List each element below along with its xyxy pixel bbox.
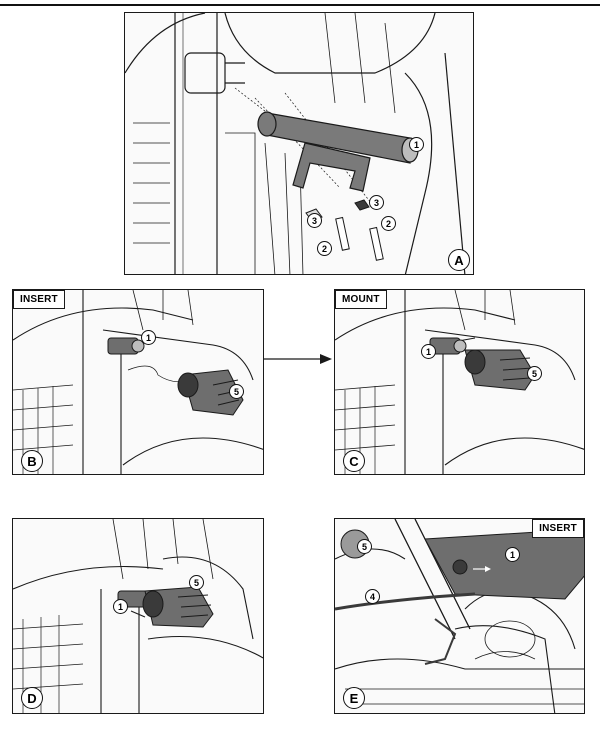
- panel-e-illustration: [335, 519, 584, 713]
- panel-d-illustration: [13, 519, 263, 713]
- callout-part-2: 2: [317, 241, 332, 256]
- callout-part-1: 1: [113, 599, 128, 614]
- panel-b-illustration: [13, 290, 263, 474]
- step-label-a: A: [448, 249, 470, 271]
- top-rule: [0, 4, 600, 6]
- callout-part-1: 1: [421, 344, 436, 359]
- callout-part-3b: 3: [369, 195, 384, 210]
- step-label-d: D: [21, 687, 43, 709]
- step-label-b: B: [21, 450, 43, 472]
- callout-part-3: 3: [307, 213, 322, 228]
- tag-insert-b: INSERT: [13, 290, 65, 309]
- callout-part-5: 5: [229, 384, 244, 399]
- panel-e: INSERT 5 1 4 E: [334, 518, 585, 714]
- callout-part-1: 1: [505, 547, 520, 562]
- panel-a-illustration: [125, 13, 466, 274]
- callout-part-1: 1: [409, 137, 424, 152]
- callout-part-1: 1: [141, 330, 156, 345]
- arrow-right-icon: [264, 354, 332, 364]
- callout-part-5: 5: [189, 575, 204, 590]
- callout-part-5: 5: [357, 539, 372, 554]
- step-label-c: C: [343, 450, 365, 472]
- panel-b: INSERT 1 5 B: [12, 289, 264, 475]
- tag-insert-e: INSERT: [532, 519, 584, 538]
- panel-c-illustration: [335, 290, 584, 474]
- callout-part-5: 5: [527, 366, 542, 381]
- panel-a: 1 2 2 3 3 A: [124, 12, 474, 275]
- panel-c: MOUNT 1 5 C: [334, 289, 585, 475]
- tag-mount-c: MOUNT: [335, 290, 387, 309]
- panel-d: 1 5 D: [12, 518, 264, 714]
- callout-part-2b: 2: [381, 216, 396, 231]
- step-label-e: E: [343, 687, 365, 709]
- callout-part-4: 4: [365, 589, 380, 604]
